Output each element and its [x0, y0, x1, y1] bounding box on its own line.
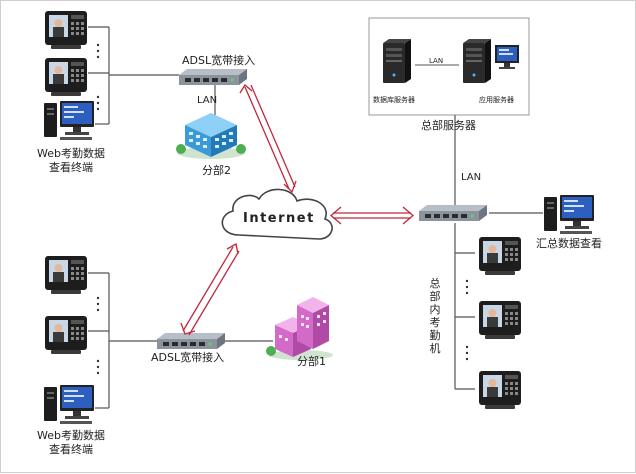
web-terminal-bottom-line2: 查看终端: [49, 443, 93, 456]
branch2-wiring: [88, 26, 216, 125]
network-switch-icon: [179, 69, 247, 85]
web-terminal-top-line1: Web考勤数据: [37, 147, 105, 160]
wan-arrows: [180, 84, 415, 336]
lan-label-top: LAN: [197, 95, 218, 106]
hq-wiring: [454, 115, 543, 390]
app-server-label: 应用服务器: [479, 96, 514, 104]
attendance-machine-icon: [45, 256, 87, 294]
attendance-machine-icon: [45, 11, 87, 49]
dots-bottom-left: [96, 296, 100, 375]
pc-terminal-icon: [44, 101, 94, 140]
summary-view-label: 汇总数据查看: [536, 237, 602, 250]
network-switch-icon: [157, 333, 225, 349]
db-server-label: 数据库服务器: [373, 96, 415, 104]
attendance-machine-icon: [479, 371, 521, 409]
pc-terminal-icon: [44, 385, 94, 424]
hq-servers-label: 总部服务器: [421, 119, 476, 132]
internet-cloud-icon: [221, 188, 333, 240]
app-monitor-icon: [495, 45, 519, 69]
office-building-icon: [176, 113, 246, 159]
web-terminal-bottom-line1: Web考勤数据: [37, 429, 105, 442]
network-switch-icon: [419, 205, 487, 221]
web-terminal-top-line2: 查看终端: [49, 161, 93, 174]
office-building-icon: [266, 297, 333, 360]
dots-hq: [465, 279, 469, 361]
attendance-machine-icon: [479, 237, 521, 275]
server-lan-label: LAN: [429, 57, 444, 65]
hq-lan-label: LAN: [461, 172, 482, 183]
pc-terminal-icon: [544, 195, 594, 234]
internet-label: Internet: [243, 211, 315, 226]
attendance-machine-icon: [45, 58, 87, 96]
hq-attendance-label: 总部内考勤机: [429, 277, 441, 355]
branch1-wiring: [88, 272, 273, 409]
server-tower-icon: [383, 39, 411, 83]
attendance-machine-icon: [45, 316, 87, 354]
server-tower-icon: [463, 39, 491, 83]
adsl-label-bottom: ADSL宽带接入: [151, 351, 225, 364]
branch1-label: 分部1: [297, 355, 326, 368]
dots-top-left: [96, 43, 100, 111]
attendance-machine-icon: [479, 301, 521, 339]
branch2-label: 分部2: [202, 164, 231, 177]
adsl-label-top: ADSL宽带接入: [182, 54, 256, 67]
